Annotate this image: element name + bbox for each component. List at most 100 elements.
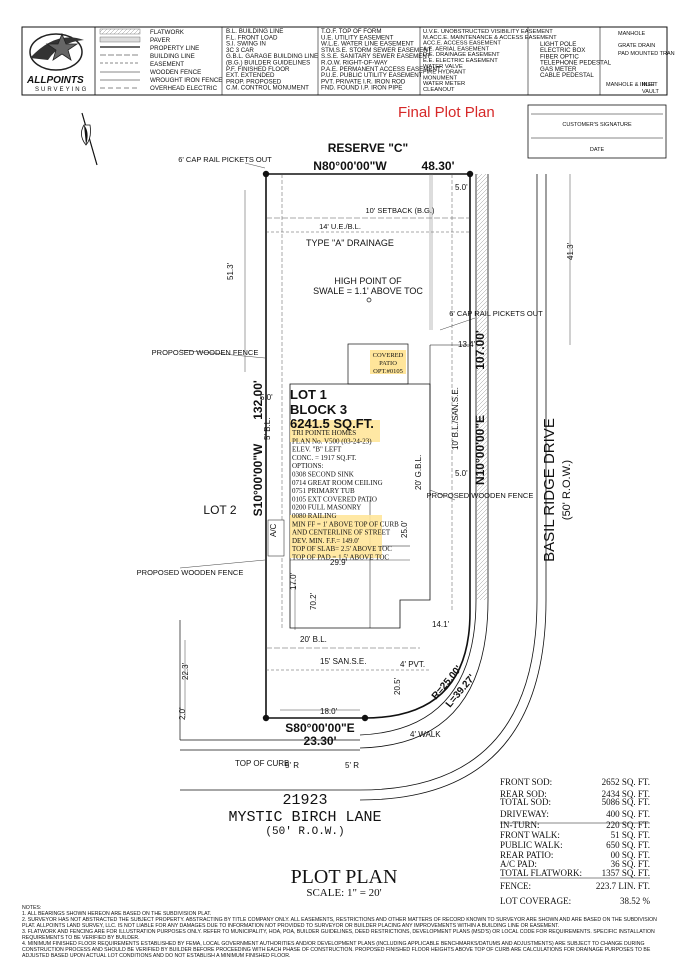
legend-item: BUILDING LINE	[150, 53, 195, 60]
ac-pad	[267, 519, 285, 557]
house-info-line: CONC. = 1917 SQ.FT.	[292, 454, 357, 462]
note-line: PLAT. ALLPOINTS LAND SURVEY, LLC. IS NOT…	[22, 923, 559, 929]
house-info-line: OPTIONS:	[292, 462, 324, 470]
dimension-label: 29.9'	[330, 558, 348, 567]
drainage-label: TYPE "A" DRAINAGE	[306, 238, 394, 248]
fence-note-left-lower: PROPOSED WOODEN FENCE	[137, 568, 244, 577]
summary-row-label: DRIVEWAY:	[500, 809, 549, 819]
legend-abbrev: ACC.E. ACCESS EASEMENT	[423, 41, 501, 47]
note-line: NOTES:	[22, 905, 41, 911]
legend-abbrev: CLEANOUT	[423, 87, 455, 93]
dimension-label: 13.4'	[458, 340, 476, 349]
dimension-label: 5.0'	[455, 183, 468, 192]
legend-abbrev: S.S.E. SANITARY SEWER EASEMENT	[321, 53, 431, 60]
dimension-label: 15' SAN.S.E.	[320, 657, 366, 666]
basil-ridge-drive-label: BASIL RIDGE DRIVE	[541, 418, 558, 562]
legend-symbol-item: ELECTRIC BOX	[540, 47, 585, 54]
bottom-bearing: S80°00'00"E	[285, 721, 354, 735]
legend-abbrev: U.V.E. UNOBSTRUCTED VISIBILITY EASEMENT	[423, 29, 553, 35]
legend-symbol-item: MANHOLE & INLET	[606, 82, 656, 88]
block-label: BLOCK 3	[290, 402, 347, 417]
legend-symbol-item: MANHOLE	[618, 31, 646, 37]
note-line: 3. FLATWORK AND FENCING ARE FOR ILLUSTRA…	[22, 929, 655, 935]
summary-row-label: REAR PATIO:	[500, 850, 553, 860]
house-info-line: 0714 GREAT ROOM CEILING	[292, 479, 383, 487]
legend-symbol-item: LIGHT POLE	[540, 41, 576, 48]
dimension-label: A/C	[269, 523, 278, 537]
right-bearing: N10°00'00"E	[473, 415, 487, 485]
dimension-label: 14.1'	[432, 620, 450, 629]
dimension-label: 4' PVT.	[400, 660, 425, 669]
legend-abbrev: S.I. SWING IN	[226, 41, 266, 48]
summary-row-label: FRONT WALK:	[500, 830, 560, 840]
legend-abbrev: WATER METER	[423, 81, 465, 87]
legend-symbol-item: INLET	[642, 82, 658, 88]
dimension-leaders	[179, 162, 571, 718]
summary-row-value: 2434 SQ. FT.	[602, 789, 650, 799]
patio-line-1: COVERED	[373, 352, 404, 359]
house-info-line: 0200 FULL MASONRY	[292, 504, 361, 512]
bottom-distance: 23.30'	[304, 734, 337, 748]
basil-ridge-row-label: (50' R.O.W.)	[561, 460, 573, 520]
dimension-label: 5' R	[345, 761, 359, 770]
flatwork-summary-table: FRONT SOD:2652 SQ. FT.REAR SOD:2434 SQ. …	[500, 777, 651, 906]
summary-row-label: FRONT SOD:	[500, 777, 552, 787]
summary-row-value: 400 SQ. FT.	[606, 809, 650, 819]
logo-subtext: SURVEYING	[35, 87, 88, 93]
legend-symbols	[99, 28, 141, 89]
high-point-icon	[366, 297, 372, 303]
note-line: REQUIREMENTS TO BE VERIFIED BY BUILDER.	[22, 935, 140, 941]
legend-abbrev: WATER VALVE	[423, 64, 463, 70]
dimension-label: 41.3'	[566, 242, 575, 260]
legend-abbrev: G.B.L. GARAGE BUILDING LINE	[226, 53, 318, 60]
logo-text: ALLPOINTS	[26, 75, 84, 86]
legend-abbrev: EXT. EXTENDED	[226, 72, 275, 79]
summary-row-label: IN-TURN:	[500, 820, 540, 830]
dimension-label: 17.0'	[289, 572, 298, 590]
fence-note-right: PROPOSED WOODEN FENCE	[427, 491, 534, 500]
legend-abbrev: T.O.F. TOP OF FORM	[321, 28, 382, 35]
patio-line-3: OPT.#0105	[373, 368, 403, 375]
top-distance: 48.30'	[422, 159, 455, 173]
scale-label: SCALE: 1" = 20'	[306, 887, 381, 899]
legend-symbol-item: VAULT	[642, 89, 660, 95]
legend-symbol-item: TELEPHONE PEDESTAL	[540, 60, 612, 67]
legend-abbrev: A.E. AERIAL EASEMENT	[423, 46, 490, 52]
street-row: (50' R.O.W.)	[265, 826, 344, 838]
legend-abbrev: PVT. PRIVATE I.R. IRON ROD	[321, 78, 406, 85]
north-arrow-icon	[81, 112, 98, 166]
dimension-label: 5.0'	[455, 469, 468, 478]
date-label: DATE	[590, 147, 605, 153]
house-info-line: 0105 EXT COVERED PATIO	[292, 495, 377, 503]
legend-box: ALLPOINTS SURVEYING FLATWORKPAVERPROPERT…	[21, 26, 675, 96]
signature-label: CUSTOMER'S SIGNATURE	[562, 122, 632, 128]
legend-abbrev: M.ACC.E. MAINTENANCE & ACCESS EASEMENT	[423, 35, 557, 41]
legend-abbrev: W.L.E. WATER LINE EASEMENT	[321, 41, 414, 48]
company-logo: ALLPOINTS SURVEYING	[26, 32, 88, 93]
summary-row-value: 220 SQ. FT.	[606, 820, 650, 830]
summary-row-label: PUBLIC WALK:	[500, 840, 563, 850]
setback-label: 10' SETBACK (B.G.)	[366, 206, 435, 215]
legend-abbrev: C.M. CONTROL MONUMENT	[226, 85, 309, 92]
legend-item: WROUGHT IRON FENCE	[150, 77, 222, 84]
left-distance: 132.00'	[251, 380, 265, 420]
legend-symbol-item: PAD MOUNTED TRANSFORMER	[618, 51, 675, 57]
legend-abbrev: FND. FOUND I.P. IRON PIPE	[321, 85, 402, 92]
dimension-label: 25.0'	[400, 520, 409, 538]
note-line: CONSTRUCTION PROCESS AND SHOULD BE VERIF…	[22, 947, 651, 953]
dimension-label: 4' WALK	[410, 730, 441, 739]
note-line: 4. MINIMUM FINISHED FLOOR REQUIREMENTS E…	[22, 941, 645, 947]
dimension-label: 5.0'	[260, 393, 273, 402]
legend-abbrev: P.U.E. PUBLIC UTILITY EASEMENT	[321, 72, 423, 79]
legend-abbrev: P.F. FINISHED FLOOR	[226, 66, 290, 73]
legend-symbol-item: GRATE DRAIN	[618, 43, 655, 49]
dimension-label: 22.3'	[181, 662, 190, 680]
cap-rail-note-right: 6' CAP RAIL PICKETS OUT	[449, 309, 543, 318]
legend-symbol-item: CABLE PEDESTAL	[540, 72, 594, 79]
house-info-line: 0751 PRIMARY TUB	[292, 487, 355, 495]
plot-plan-title: PLOT PLAN	[291, 866, 398, 888]
legend-symbol-item: FIBER OPTIC	[540, 53, 579, 60]
summary-row-label: TOTAL SOD:	[500, 797, 551, 807]
dimension-label: 20' G.B.L.	[414, 455, 423, 490]
